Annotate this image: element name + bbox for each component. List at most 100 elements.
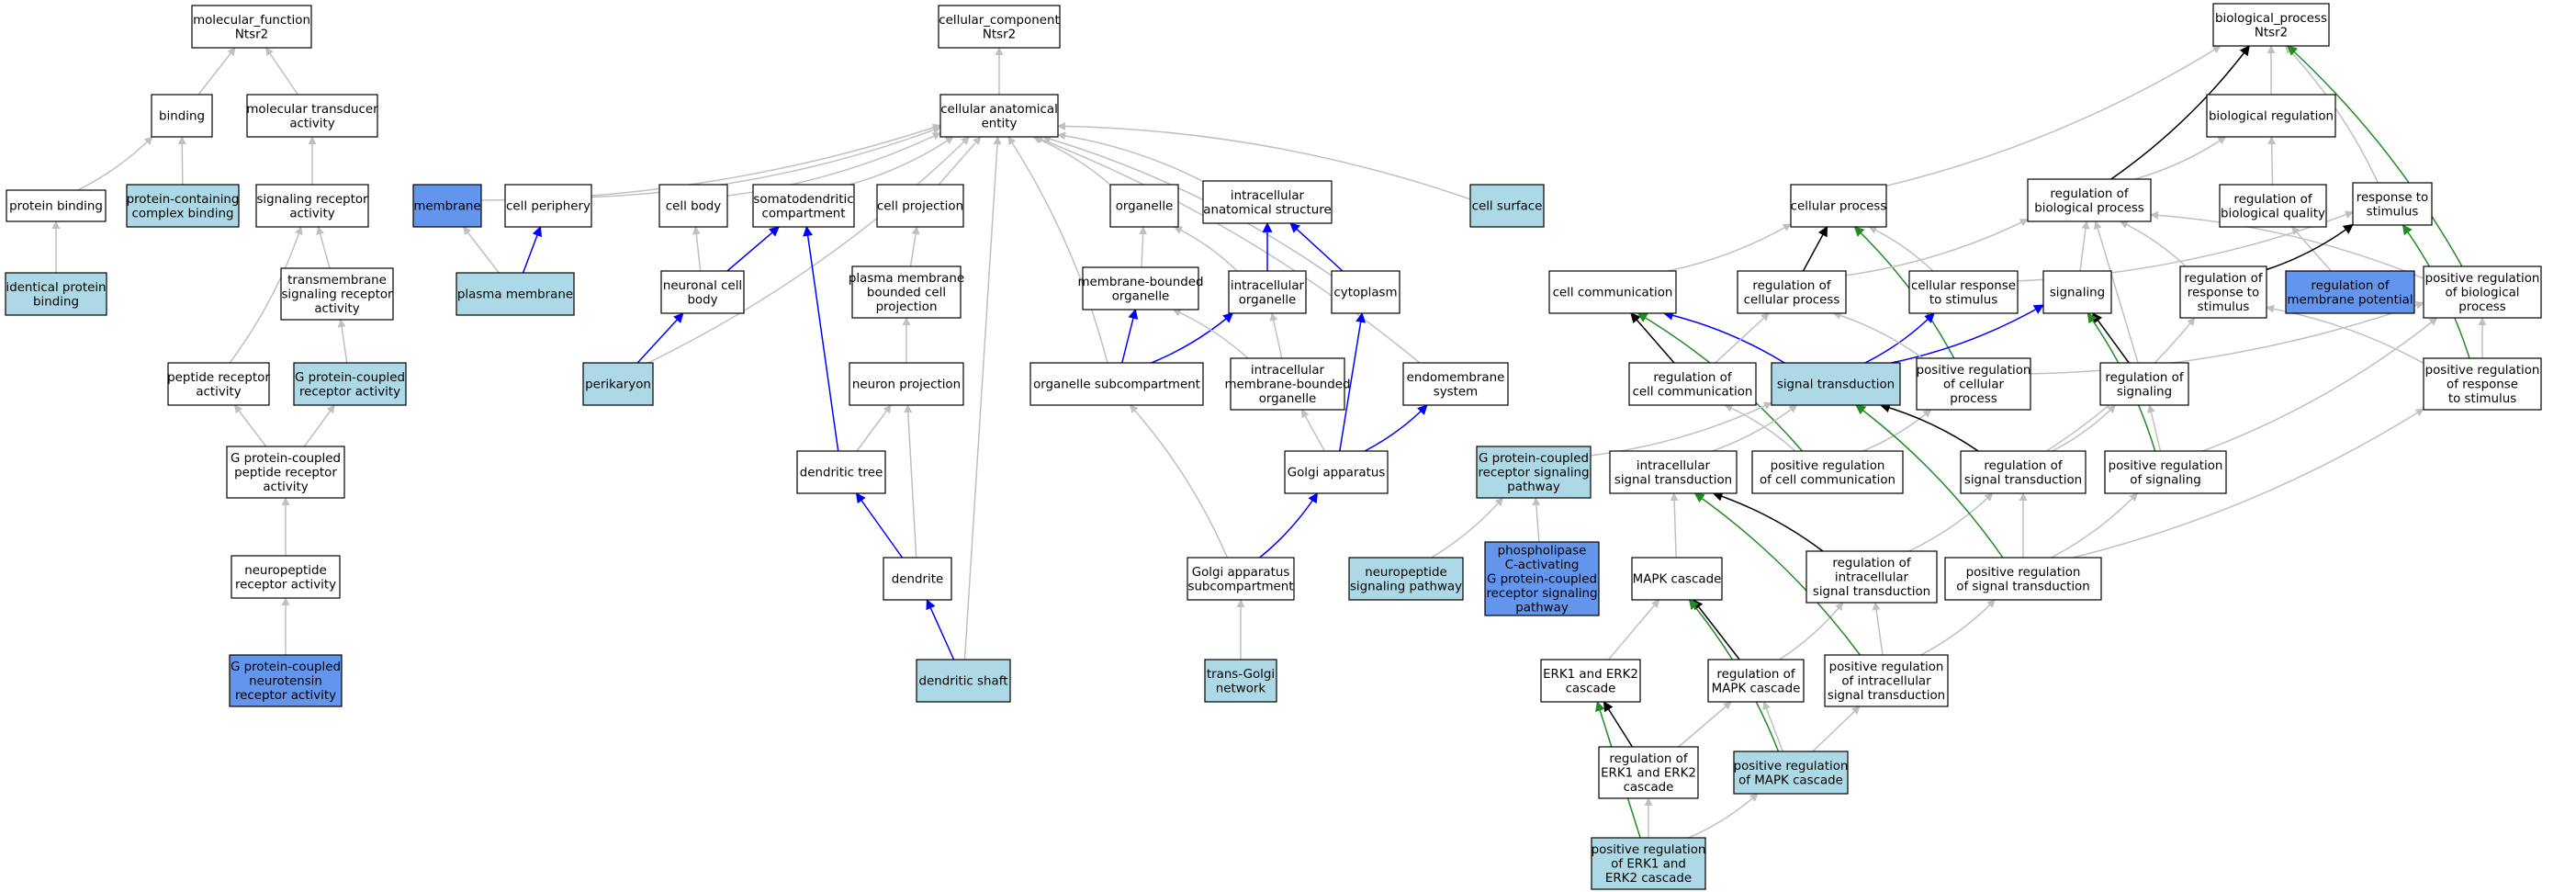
node-box-rerk	[1598, 746, 1699, 799]
node-label-prst-1: of signal transduction	[1956, 580, 2089, 593]
node-box-ccomm	[1548, 270, 1677, 314]
node-label-crts-0: cellular response	[1911, 279, 2016, 293]
node-label-rsig-1: signaling	[2117, 385, 2172, 399]
node-box-membrane	[412, 184, 482, 228]
node-csurf: cell surface	[1469, 184, 1545, 228]
node-osc: organelle subcompartment	[1029, 362, 1204, 406]
node-label-bp-0: biological_process	[2215, 12, 2327, 26]
node-label-npra-0: neuropeptide	[244, 564, 327, 578]
node-label-prerk-2: ERK2 cascade	[1605, 872, 1692, 886]
node-label-sra-0: signaling receptor	[256, 193, 368, 207]
node-label-cc-1: Ntsr2	[983, 28, 1016, 41]
edge-pra-to-sra	[229, 226, 303, 364]
node-label-binding-0: binding	[159, 110, 205, 124]
node-cper: cell periphery	[504, 184, 592, 228]
edge-prst-to-st	[1855, 404, 2004, 559]
edge-prsig-to-prbp	[2202, 317, 2438, 452]
edge-prmapk-to-rmapk	[1762, 701, 1784, 752]
edge-endo-to-cae	[1034, 135, 1421, 364]
node-box-nsp	[1348, 557, 1464, 601]
edge-layer	[51, 45, 2487, 839]
edge-gpcpra-to-pra	[233, 404, 267, 447]
node-box-prerk	[1591, 837, 1706, 890]
node-label-prcp-0: positive regulation	[1917, 364, 2031, 378]
node-nproj: neuron projection	[849, 362, 964, 406]
node-label-rbq-0: regulation of	[2233, 193, 2312, 207]
node-label-rerk-2: cascade	[1624, 781, 1674, 795]
node-box-gpcra	[293, 362, 407, 406]
edge-golgi-to-imbo	[1300, 409, 1325, 452]
node-label-protbind-0: protein binding	[9, 200, 103, 214]
node-label-rst-1: signal transduction	[1964, 473, 2082, 487]
node-box-prbp	[2423, 265, 2542, 319]
node-box-pm	[456, 272, 575, 316]
edge-imbo-to-io	[1269, 312, 1283, 359]
node-box-mapk	[1631, 557, 1723, 601]
node-label-organelle-0: organelle	[1116, 200, 1174, 214]
edge-signaling-to-rbp	[2079, 220, 2090, 272]
node-label-gpcrsp-0: G protein-coupled	[1479, 452, 1589, 466]
node-box-dtree	[796, 450, 886, 494]
edge-cper-to-cae	[591, 126, 941, 198]
node-perik: perikaryon	[582, 362, 654, 406]
node-box-gasc	[1187, 557, 1295, 601]
node-box-ncb	[660, 270, 745, 314]
node-label-signaling-0: signaling	[2050, 287, 2105, 300]
node-box-sdc	[752, 184, 855, 228]
edge-ncb-to-cbody	[692, 226, 702, 272]
node-label-prmapk-1: of MAPK cascade	[1738, 773, 1843, 787]
node-label-gpcra-0: G protein-coupled	[295, 371, 405, 385]
edge-gpcpra-to-gpcra	[303, 404, 335, 447]
node-label-gpcpra-2: activity	[263, 480, 308, 494]
node-box-signaling	[2042, 270, 2112, 314]
node-label-rrts-2: stimulus	[2198, 300, 2250, 314]
node-box-prist	[1824, 654, 1949, 707]
node-binding: binding	[151, 94, 213, 138]
node-breg: biological regulation	[2206, 94, 2336, 138]
node-label-mf-0: molecular_function	[193, 14, 310, 28]
edge-rbp-to-bp	[2110, 45, 2250, 180]
node-label-gasc-0: Golgi apparatus	[1192, 566, 1290, 580]
node-box-gpcrsp	[1476, 446, 1592, 499]
node-box-tgn	[1204, 659, 1277, 703]
node-box-ist	[1609, 450, 1738, 494]
node-box-rist	[1805, 550, 1938, 604]
edge-cyto-to-cae	[1041, 135, 1333, 277]
edge-rbp-to-breg	[2134, 136, 2227, 180]
edge-dendrite-to-nproj	[904, 404, 917, 559]
node-label-prsig-1: of signaling	[2130, 473, 2200, 487]
edge-prerk-to-prmapk	[1688, 793, 1759, 839]
node-dtree: dendritic tree	[796, 450, 886, 494]
node-label-sdc-0: somatodendritic	[753, 193, 853, 207]
edge-st-to-signaling	[1891, 304, 2044, 364]
node-box-erk	[1540, 659, 1641, 703]
node-label-mapk-0: MAPK cascade	[1633, 573, 1722, 587]
edge-prbp-to-rbp	[2150, 210, 2424, 279]
node-box-mf	[191, 5, 312, 49]
node-box-prmapk	[1733, 751, 1849, 795]
edge-rerk-to-rmapk	[1678, 701, 1732, 748]
node-box-breg	[2206, 94, 2336, 138]
node-label-prist-0: positive regulation	[1829, 661, 1944, 674]
node-box-npra	[231, 555, 341, 599]
node-label-gpcpra-1: peptide receptor	[234, 467, 337, 480]
edge-pm-to-cper	[522, 225, 543, 274]
node-label-plc-0: phospholipase	[1498, 545, 1587, 559]
node-box-pra	[167, 362, 270, 406]
node-box-rmp	[2285, 270, 2415, 314]
node-label-rmp-1: membrane potential	[2287, 293, 2413, 307]
edge-plc-to-gpcrsp	[1532, 497, 1541, 543]
